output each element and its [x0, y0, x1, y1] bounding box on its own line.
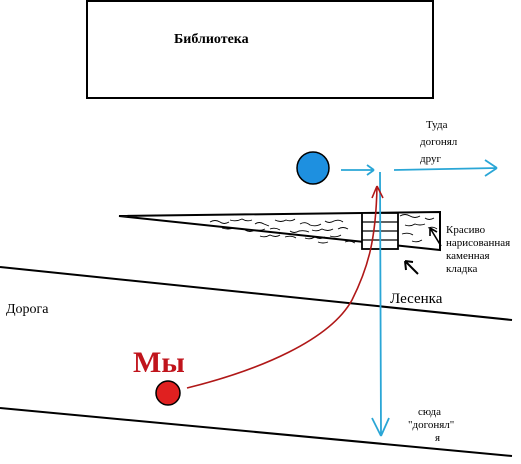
stonework-label: Красиво нарисованная каменная кладка [446, 224, 513, 275]
here-caught-up-label: сюда "догонял" я [408, 406, 457, 444]
blue-short-arrow [341, 164, 375, 176]
stone-wall-outline [118, 210, 441, 252]
road-lower-edge [0, 407, 513, 457]
library-box [86, 0, 434, 99]
stonework-pointer-arrow [429, 227, 442, 247]
stone-wall-texture [209, 214, 438, 244]
there-caught-up-label: Туда догонял друг [420, 119, 460, 165]
road-upper-edge [0, 266, 513, 321]
stone-wall [118, 210, 441, 252]
stairs-label: Лесенка [390, 291, 443, 307]
we-label: Мы [133, 346, 185, 379]
we-dot [155, 380, 181, 406]
blue-down-arrow [371, 171, 390, 437]
road-label: Дорога [6, 302, 49, 317]
red-path-arrow [186, 185, 384, 389]
library-label: Библиотека [174, 32, 249, 47]
friend-dot [296, 151, 330, 185]
blue-friend-arrow [393, 159, 498, 177]
stairs-pointer-arrow [404, 260, 419, 275]
